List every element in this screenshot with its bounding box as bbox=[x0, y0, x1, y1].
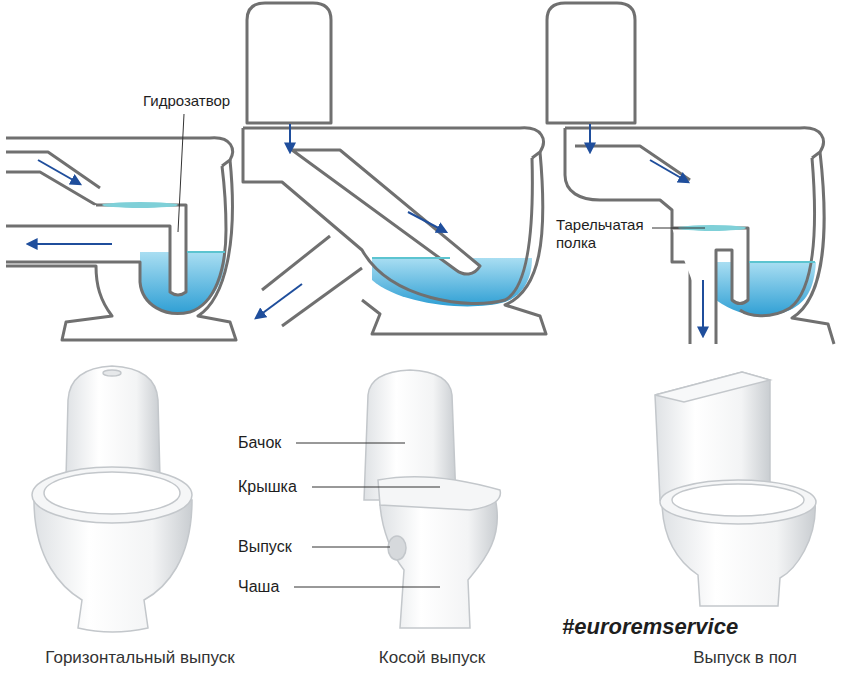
floor-section-part bbox=[652, 228, 705, 229]
caption-text-box: Выпуск в пол bbox=[693, 648, 797, 668]
toilet-horizontal bbox=[32, 366, 192, 632]
floor-section-part bbox=[672, 228, 748, 344]
part-label-box: Тарельчатая полка bbox=[556, 216, 656, 252]
floor-section bbox=[547, 3, 834, 344]
watermark-text: #euroremservice bbox=[562, 614, 738, 639]
caption-text: Горизонтальный выпуск bbox=[45, 648, 234, 667]
toilet-slanted-part bbox=[294, 587, 440, 588]
slanted-section-part bbox=[282, 268, 362, 326]
part-label: Выпуск bbox=[238, 538, 292, 555]
horizontal-section-part bbox=[102, 202, 178, 208]
toilet-slanted bbox=[294, 370, 500, 628]
caption-text-box: Горизонтальный выпуск bbox=[45, 648, 234, 668]
slanted-section-part bbox=[262, 236, 330, 290]
floor-section-part bbox=[740, 158, 814, 316]
horizontal-section-part bbox=[6, 172, 96, 205]
toilet-floor-part bbox=[660, 480, 816, 524]
toilet-slanted-part bbox=[296, 443, 405, 444]
horizontal-section-part bbox=[187, 251, 225, 253]
toilet-horizontal-part bbox=[32, 467, 192, 523]
part-label: Крышка bbox=[238, 478, 297, 495]
floor-section-part bbox=[589, 124, 591, 152]
horizontal-section-part bbox=[6, 152, 100, 188]
part-label: Тарельчатая полка bbox=[556, 216, 644, 251]
horizontal-section bbox=[6, 114, 236, 340]
floor-section-part bbox=[650, 160, 688, 182]
slanted-section-part bbox=[247, 3, 331, 123]
toilet-horizontal-part bbox=[44, 472, 180, 514]
caption-text-box: Косой выпуск bbox=[379, 648, 485, 668]
floor-section-part bbox=[749, 261, 815, 263]
slanted-section bbox=[243, 3, 546, 334]
floor-section-part bbox=[702, 280, 704, 336]
part-label-box: Выпуск bbox=[238, 537, 292, 556]
slanted-section-part bbox=[243, 128, 532, 303]
toilet-floor-part bbox=[655, 372, 770, 402]
horizontal-section-part bbox=[6, 166, 226, 313]
toilet-slanted-part bbox=[378, 477, 500, 510]
part-label: Чаша bbox=[238, 578, 279, 595]
horizontal-section-part bbox=[6, 160, 236, 340]
toilet-slanted-part bbox=[312, 487, 440, 488]
part-label: Гидрозатвор bbox=[143, 92, 230, 109]
part-label-box: Крышка bbox=[238, 477, 297, 496]
slanted-section-part bbox=[256, 284, 302, 318]
slanted-section-part bbox=[372, 257, 450, 259]
floor-section-part bbox=[575, 146, 690, 180]
toilet-horizontal-part bbox=[66, 366, 160, 478]
toilet-slanted-part bbox=[388, 536, 406, 560]
floor-section-part bbox=[565, 128, 823, 158]
part-label-box: Бачок bbox=[238, 433, 281, 452]
floor-section-part bbox=[547, 3, 635, 123]
toilet-horizontal-part bbox=[103, 370, 121, 376]
toilet-slanted-part bbox=[312, 547, 390, 548]
slanted-section-part bbox=[292, 150, 480, 274]
caption-text: Выпуск в пол bbox=[693, 648, 797, 667]
slanted-section-part bbox=[408, 212, 446, 232]
caption-text: Косой выпуск bbox=[379, 648, 485, 667]
part-label: Бачок bbox=[238, 434, 281, 451]
slanted-section-part bbox=[243, 128, 543, 158]
toilet-floor-part bbox=[672, 484, 804, 516]
toilet-slanted-part bbox=[380, 498, 497, 628]
horizontal-section-part bbox=[38, 160, 80, 184]
horizontal-section-part bbox=[6, 205, 186, 295]
horizontal-section-part bbox=[178, 114, 184, 232]
watermark-text-box: #euroremservice bbox=[562, 614, 738, 640]
toilet-floor bbox=[655, 372, 816, 606]
part-label-box: Чаша bbox=[238, 577, 279, 596]
horizontal-section-part bbox=[28, 243, 112, 245]
slanted-section-part bbox=[289, 124, 291, 152]
part-label-box: Гидрозатвор bbox=[143, 92, 230, 110]
